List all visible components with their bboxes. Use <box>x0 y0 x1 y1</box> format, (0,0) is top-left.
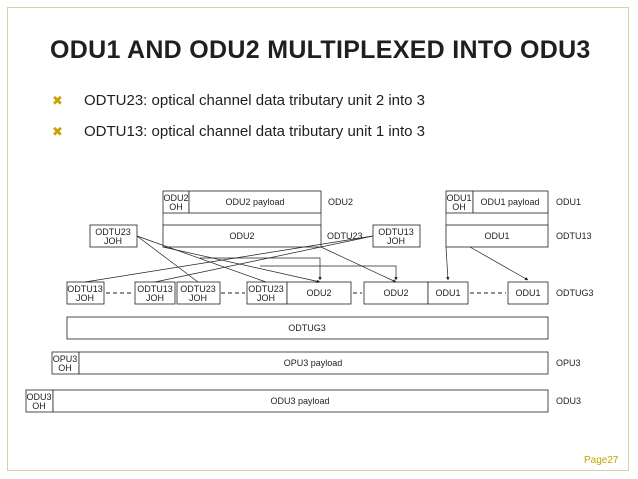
odu2-box <box>162 224 322 248</box>
map-odtu13-joh-b <box>154 235 374 283</box>
tug-odu2-a-label: ODU2 <box>306 288 331 298</box>
map-odu2-slot-a <box>162 246 321 284</box>
tug-odu1-b-box <box>507 281 549 305</box>
opu3-payload-box <box>78 351 549 375</box>
odu3-side-label: ODU3 <box>556 396 581 406</box>
map-odu2-slot-b-drop <box>260 265 398 281</box>
tug-odu2-b-label: ODU2 <box>383 288 408 298</box>
odtug3-box <box>66 316 549 340</box>
bullet-item-odtu23: ✖ ODTU23: optical channel data tributary … <box>52 92 425 109</box>
bullet-text: ODTU13: optical channel data tributary u… <box>84 123 426 140</box>
x-bullet-icon: ✖ <box>52 93 63 108</box>
odtu13-side-label: ODTU13 <box>556 231 592 241</box>
odu1-box <box>445 224 549 248</box>
map-odtu23-joh-a <box>136 235 199 283</box>
map-odu2-slot-a-drop <box>200 257 322 281</box>
bullet-item-odtu13: ✖ ODTU13: optical channel data tributary … <box>52 123 425 140</box>
x-bullet-icon: ✖ <box>52 124 63 139</box>
odtug3-side-label: ODTUG3 <box>556 288 594 298</box>
mapping-lines <box>84 213 549 284</box>
opu3-payload-label: OPU3 payload <box>284 358 343 368</box>
odu1-payload-box <box>472 190 549 214</box>
opu3-side-label: OPU3 <box>556 358 581 368</box>
map-odu1-slot-a <box>445 246 450 281</box>
odu2-payload-box <box>188 190 322 214</box>
odtug3-box-label: ODTUG3 <box>288 323 326 333</box>
odu1-payload-label: ODU1 payload <box>480 197 539 207</box>
tug-odu1-a-box <box>427 281 469 305</box>
odu1-box-label: ODU1 <box>484 231 509 241</box>
tug-odtu23-joh-a-box <box>176 281 221 305</box>
odu2-payload-label: ODU2 payload <box>225 197 284 207</box>
slide-title: ODU1 AND ODU2 MULTIPLEXED INTO ODU3 <box>50 36 591 64</box>
map-odu1-slot-b <box>469 246 529 281</box>
map-odtu13-joh-a <box>84 235 374 283</box>
tug-odu1-a-label: ODU1 <box>435 288 460 298</box>
map-odu2-slot-b <box>320 246 397 283</box>
odu1-side-label: ODU1 <box>556 197 581 207</box>
slide-frame <box>7 7 629 471</box>
odu3-payload-label: ODU3 payload <box>270 396 329 406</box>
odtu23-side-label: ODTU23 <box>327 231 363 241</box>
page-number: Page27 <box>584 455 619 466</box>
odu2-box-label: ODU2 <box>229 231 254 241</box>
map-odtu23-joh-b <box>136 235 267 283</box>
odu2-side-label: ODU2 <box>328 197 353 207</box>
bullet-text: ODTU23: optical channel data tributary u… <box>84 92 426 109</box>
tug-odu1-b-label: ODU1 <box>515 288 540 298</box>
odu3-payload-box <box>52 389 549 413</box>
